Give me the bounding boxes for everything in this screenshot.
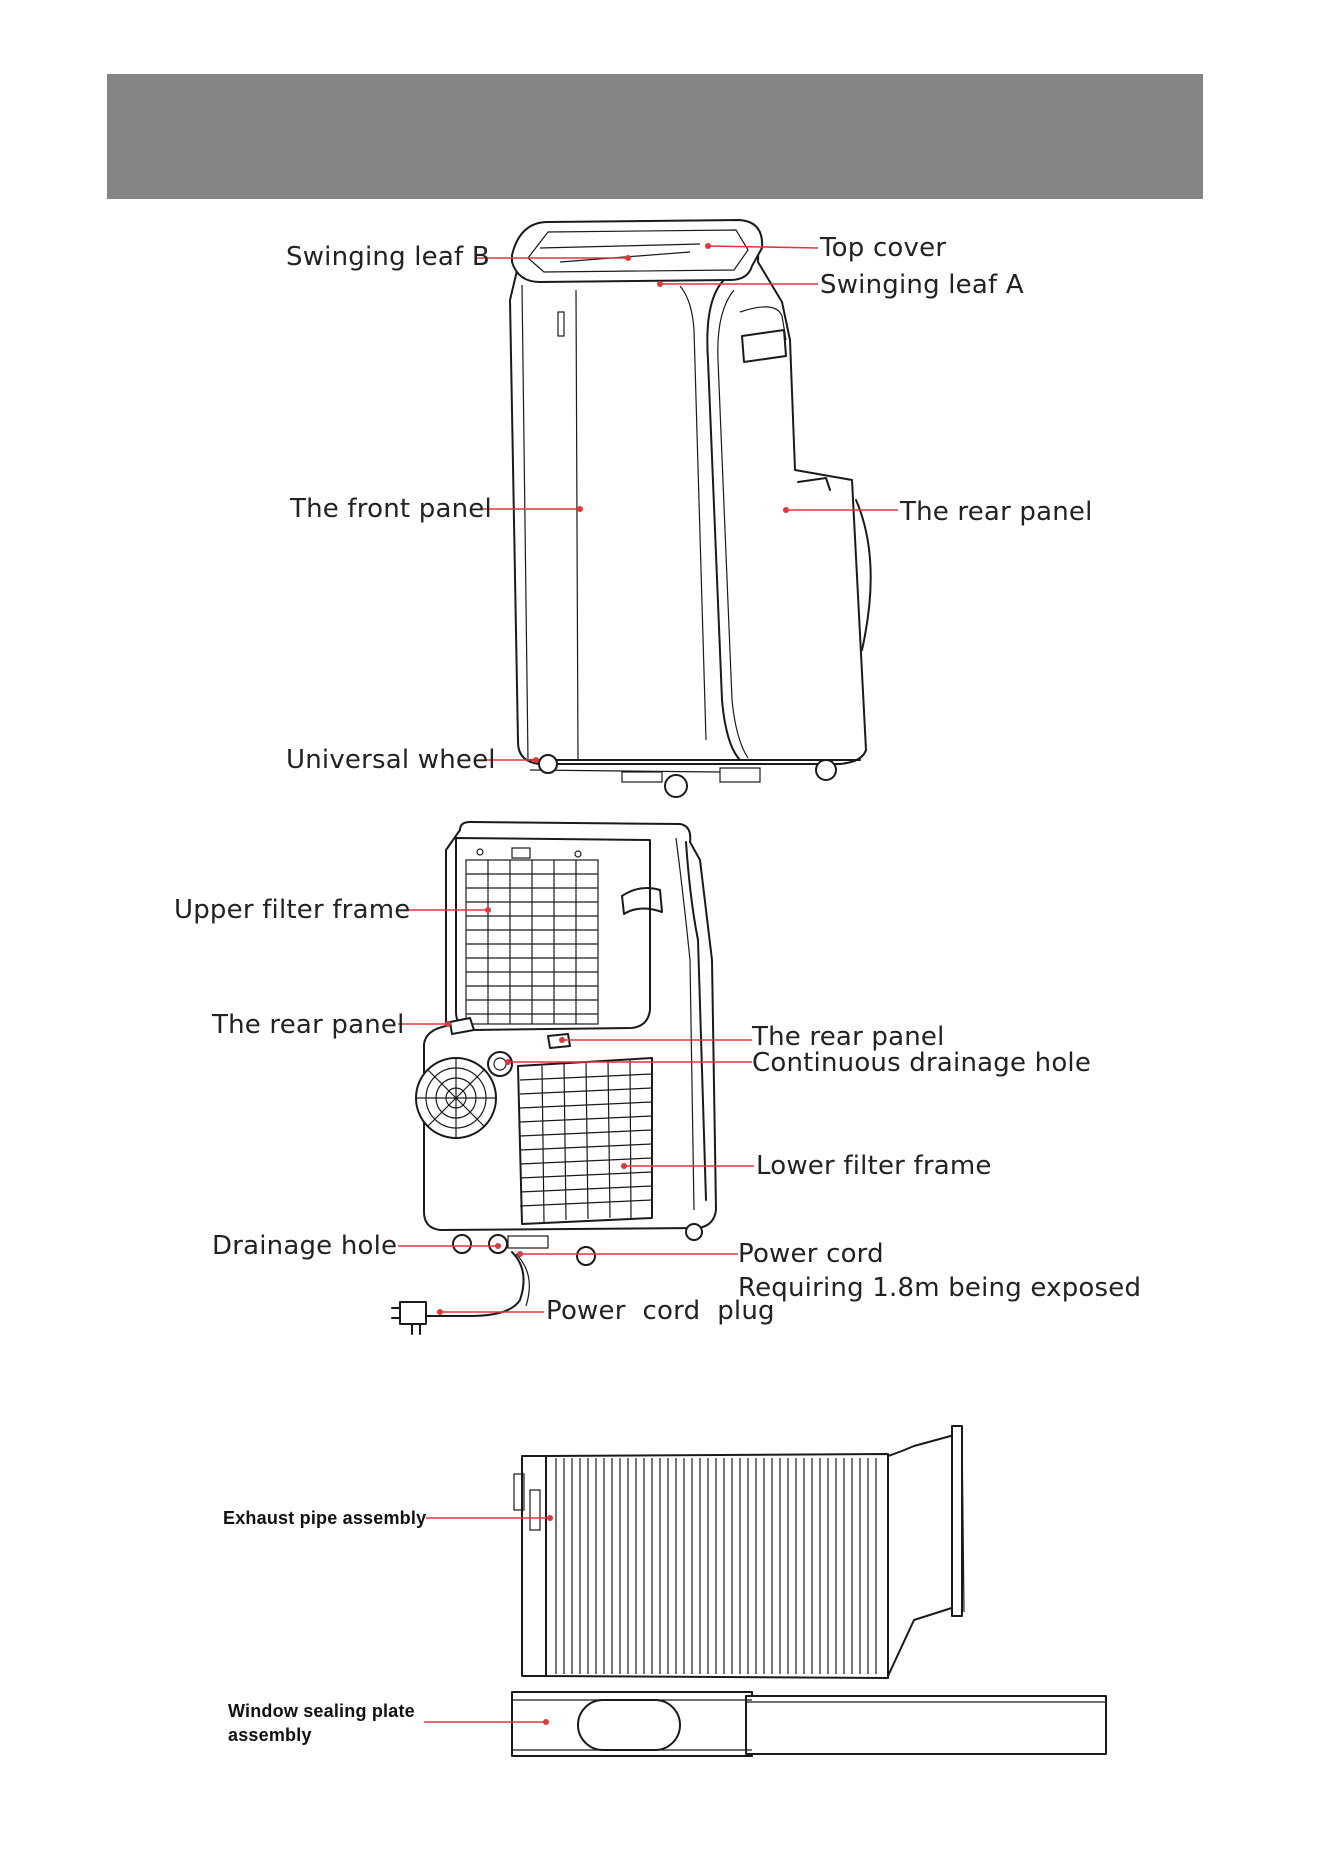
power-plug-icon — [391, 1301, 427, 1335]
label-upper-filter-frame: Upper filter frame — [174, 895, 411, 925]
label-lower-filter-frame: Lower filter frame — [756, 1151, 992, 1181]
label-top-cover: Top cover — [820, 233, 947, 263]
front-leaders — [476, 243, 898, 763]
label-rear-panel-left: The rear panel — [212, 1010, 405, 1040]
label-window-plate-line2: assembly — [228, 1725, 312, 1745]
label-rear-panel-right: The rear panel — [752, 1022, 945, 1052]
label-swinging-leaf-a: Swinging leaf A — [820, 270, 1024, 300]
label-window-plate-line1: Window sealing plate — [228, 1701, 415, 1721]
lower-filter-grid — [519, 1059, 653, 1223]
label-rear-panel-top: The rear panel — [900, 497, 1093, 527]
label-power-cord-plug: Power cord plug — [546, 1296, 775, 1326]
wheel-icon — [538, 754, 837, 798]
label-drainage-hole: Drainage hole — [212, 1231, 398, 1261]
label-front-panel: The front panel — [290, 494, 492, 524]
upper-filter-grid — [466, 860, 598, 1024]
rear-unit-drawing — [391, 821, 717, 1335]
exhaust-pipe-drawing — [513, 1425, 965, 1679]
label-power-cord-note: Requiring 1.8m being exposed — [738, 1273, 1142, 1303]
label-universal-wheel: Universal wheel — [286, 745, 496, 775]
header-bar — [107, 74, 1203, 199]
label-exhaust-pipe: Exhaust pipe assembly — [223, 1508, 427, 1528]
label-power-cord: Power cord — [738, 1239, 884, 1269]
fan-grille-icon — [415, 1057, 497, 1139]
label-continuous-drainage-hole: Continuous drainage hole — [752, 1048, 1092, 1078]
label-swinging-leaf-b: Swinging leaf B — [286, 242, 490, 272]
window-plate-drawing — [511, 1691, 1107, 1757]
rear-leaders — [398, 907, 754, 1315]
exhaust-bellows — [555, 1458, 877, 1674]
front-unit-drawing — [509, 219, 872, 798]
